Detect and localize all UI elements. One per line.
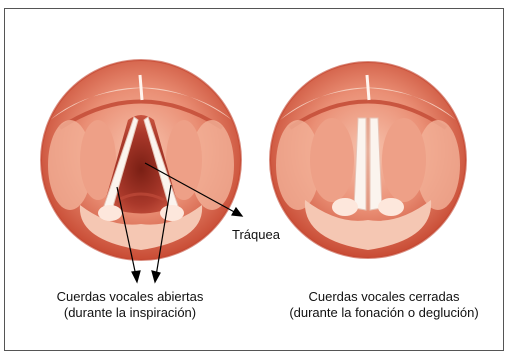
- open-cords-caption-line2: (durante la inspiración): [30, 305, 230, 321]
- trachea-label: Tráquea: [232, 227, 280, 243]
- right-cord-arrowhead: [152, 271, 160, 282]
- open-cords-caption-line1: Cuerdas vocales abiertas: [30, 289, 230, 305]
- closed-vocal-cords-view: [270, 62, 466, 258]
- left-cord-arrowhead: [132, 271, 140, 282]
- open-cords-caption: Cuerdas vocales abiertas (durante la ins…: [30, 289, 230, 321]
- trachea-arrowhead: [232, 208, 242, 216]
- closed-cords-caption-line1: Cuerdas vocales cerradas: [268, 289, 500, 305]
- closed-cords-caption-line2: (durante la fonación o deglución): [268, 305, 500, 321]
- open-vocal-cords-view: [41, 60, 241, 260]
- closed-cords-caption: Cuerdas vocales cerradas (durante la fon…: [268, 289, 500, 321]
